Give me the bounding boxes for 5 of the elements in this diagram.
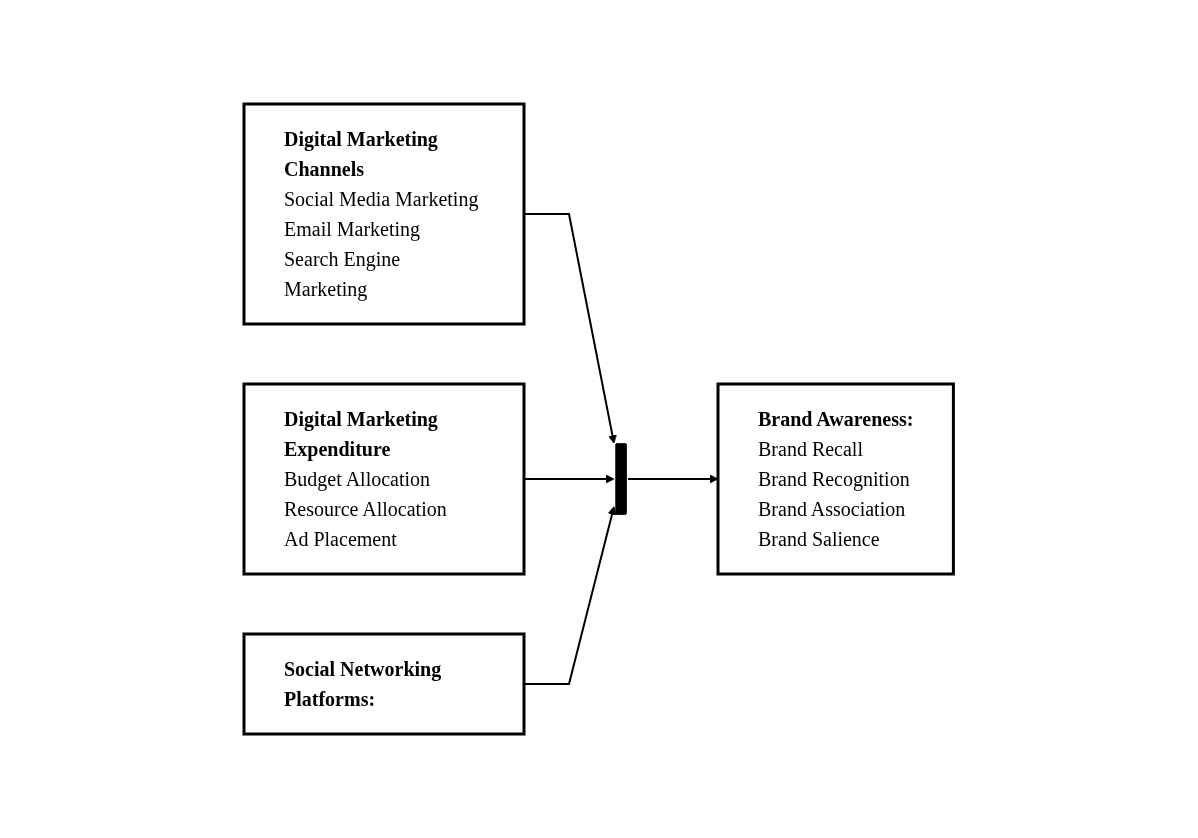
node-box: Social Networking Platforms: <box>242 632 526 736</box>
node-box: Digital Marketing Expenditure Budget Allocation Resource Allocation Ad Placement <box>242 382 526 576</box>
node-box: Brand Awareness: Brand Recall Brand Recognition Brand Association Brand Salience <box>716 382 956 576</box>
node-box: Digital Marketing Channels Social Media Marketing Email Marketing Search Engine Marketing <box>242 102 526 326</box>
arrow <box>627 474 719 484</box>
